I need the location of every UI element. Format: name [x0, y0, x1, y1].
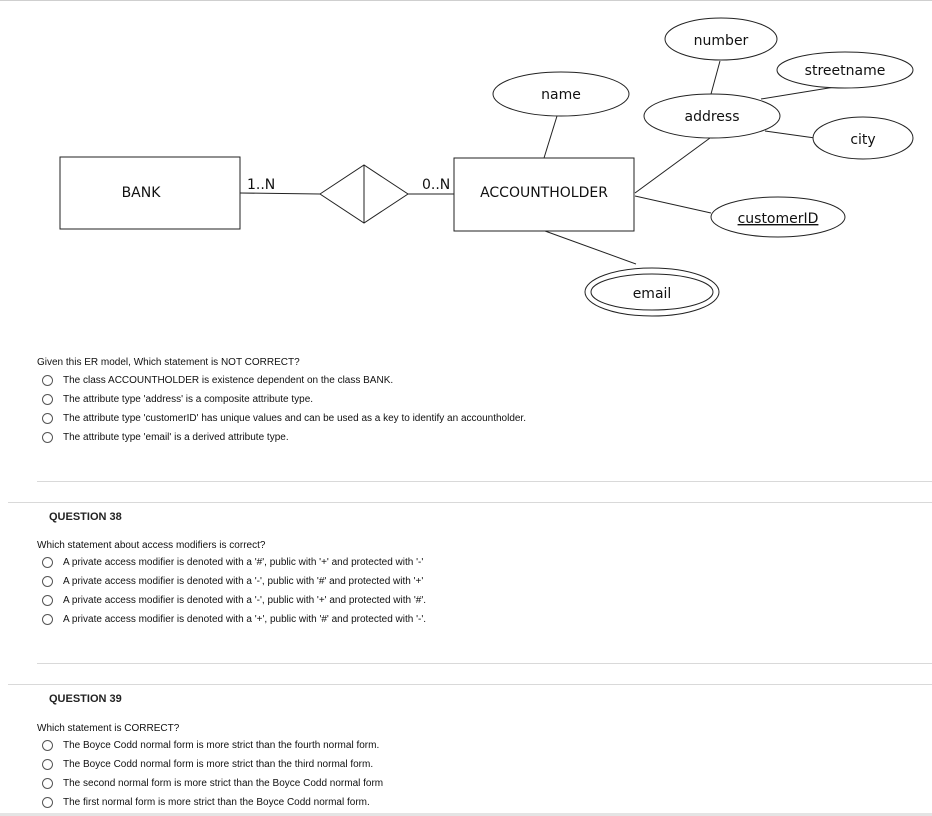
city-link-line: [764, 130, 816, 139]
top-divider: [0, 0, 932, 1]
email-attribute: email: [584, 267, 720, 317]
customerid-link-line: [634, 195, 712, 214]
answer-option-label: A private access modifier is denoted wit…: [63, 556, 424, 568]
bank-entity-label: BANK: [122, 185, 162, 201]
answer-option-label: The Boyce Codd normal form is more stric…: [63, 739, 380, 751]
radio-button[interactable]: [42, 556, 53, 568]
answer-option[interactable]: The Boyce Codd normal form is more stric…: [42, 756, 373, 772]
er-diagram: BANK ACCOUNTHOLDER 1..N 0..N name number…: [59, 17, 914, 317]
radio-button[interactable]: [42, 758, 53, 770]
city-attribute: city: [812, 116, 914, 160]
customerid-attribute: customerID: [710, 196, 846, 238]
answer-option[interactable]: A private access modifier is denoted wit…: [42, 554, 423, 570]
answer-option[interactable]: The first normal form is more strict tha…: [42, 794, 370, 810]
answer-option[interactable]: A private access modifier is denoted wit…: [42, 592, 426, 608]
accountholder-cardinality: 0..N: [422, 177, 450, 193]
address-attribute-label: address: [684, 109, 739, 125]
radio-button[interactable]: [42, 412, 53, 424]
streetname-attribute: streetname: [776, 51, 914, 89]
radio-button[interactable]: [42, 374, 53, 386]
question-prompt: Which statement is CORRECT?: [37, 723, 180, 734]
customerid-attribute-label: customerID: [738, 211, 819, 227]
address-attribute: address: [643, 93, 781, 139]
radio-button[interactable]: [42, 575, 53, 587]
answer-option[interactable]: The Boyce Codd normal form is more stric…: [42, 737, 379, 753]
radio-button[interactable]: [42, 613, 53, 625]
streetname-attribute-label: streetname: [805, 63, 886, 79]
bank-relationship-line: [239, 192, 321, 195]
answer-option-label: The second normal form is more strict th…: [63, 777, 384, 789]
question-divider: [8, 684, 932, 685]
number-attribute: number: [664, 17, 778, 61]
question-title: QUESTION 39: [49, 693, 122, 705]
answer-option[interactable]: The attribute type 'customerID' has uniq…: [42, 410, 526, 426]
radio-button[interactable]: [42, 777, 53, 789]
answer-option-label: The Boyce Codd normal form is more stric…: [63, 758, 374, 770]
accountholder-entity-label: ACCOUNTHOLDER: [480, 185, 608, 201]
answer-option-label: The first normal form is more strict tha…: [63, 796, 370, 808]
name-link-line: [543, 115, 558, 159]
answer-option-label: A private access modifier is denoted wit…: [63, 594, 427, 606]
radio-button[interactable]: [42, 594, 53, 606]
question-divider: [37, 481, 932, 482]
question-prompt: Given this ER model, Which statement is …: [37, 357, 300, 368]
radio-button[interactable]: [42, 431, 53, 443]
answer-option-label: The attribute type 'customerID' has uniq…: [63, 412, 526, 424]
question-title: QUESTION 38: [49, 511, 122, 523]
answer-option-label: The attribute type 'email' is a derived …: [63, 431, 289, 443]
answer-option-label: The attribute type 'address' is a compos…: [63, 393, 314, 405]
answer-option[interactable]: The second normal form is more strict th…: [42, 775, 383, 791]
email-attribute-label: email: [633, 286, 672, 302]
answer-option[interactable]: A private access modifier is denoted wit…: [42, 611, 426, 627]
answer-option[interactable]: The attribute type 'email' is a derived …: [42, 429, 289, 445]
question-prompt: Which statement about access modifiers i…: [37, 540, 266, 551]
bottom-divider: [0, 813, 932, 816]
radio-button[interactable]: [42, 796, 53, 808]
answer-option[interactable]: The attribute type 'address' is a compos…: [42, 391, 313, 407]
address-link-line: [634, 137, 711, 194]
answer-option-label: A private access modifier is denoted wit…: [63, 575, 424, 587]
radio-button[interactable]: [42, 393, 53, 405]
streetname-link-line: [760, 85, 842, 100]
question-divider: [8, 502, 932, 503]
name-attribute-label: name: [541, 87, 581, 103]
email-link-line: [544, 230, 637, 265]
question-divider: [37, 663, 932, 664]
answer-option[interactable]: The class ACCOUNTHOLDER is existence dep…: [42, 372, 393, 388]
number-attribute-label: number: [694, 33, 749, 49]
answer-option-label: A private access modifier is denoted wit…: [63, 613, 427, 625]
bank-entity: BANK: [59, 156, 241, 230]
accountholder-entity: ACCOUNTHOLDER: [453, 157, 635, 232]
bank-cardinality: 1..N: [247, 177, 275, 193]
number-link-line: [710, 60, 721, 95]
city-attribute-label: city: [850, 132, 875, 148]
name-attribute: name: [492, 71, 630, 117]
answer-option[interactable]: A private access modifier is denoted wit…: [42, 573, 423, 589]
radio-button[interactable]: [42, 739, 53, 751]
answer-option-label: The class ACCOUNTHOLDER is existence dep…: [63, 374, 394, 386]
